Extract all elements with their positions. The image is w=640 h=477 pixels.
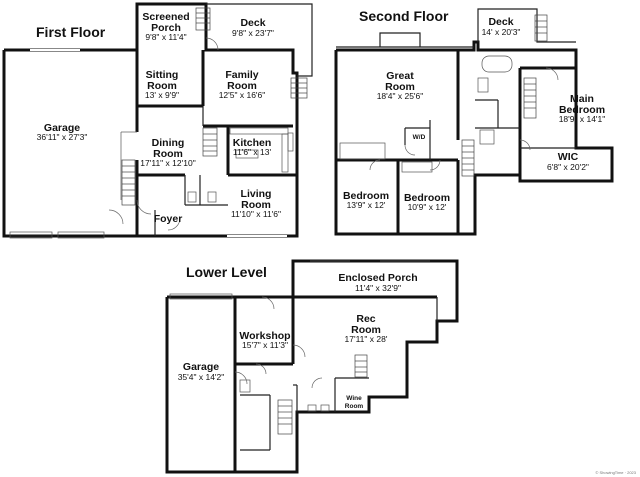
lower-garage-label: Garage [183, 361, 219, 373]
living-room-dims: 11'10" x 11'6" [231, 209, 281, 219]
workshop-label: Workshop [239, 330, 290, 342]
great-room-dims: 18'4" x 25'6" [377, 91, 424, 101]
family-room-label: Family [225, 69, 258, 81]
kitchen-dims: 11'6" x 13' [233, 147, 272, 157]
screened-porch-label-2: Porch [151, 22, 181, 34]
main-bedroom-label: Main [570, 93, 594, 105]
rec-room-dims: 17'11" x 28' [345, 334, 388, 344]
wic-dims: 6'8" x 20'2" [547, 162, 589, 172]
rec-room-label: Rec [356, 313, 375, 325]
bedroom-2-dims: 10'9" x 12' [408, 202, 447, 212]
second-floor-deck-outline [477, 8, 576, 43]
screened-porch-label: Screened [142, 11, 189, 23]
second-deck-dims: 14' x 20'3" [482, 27, 521, 37]
main-bedroom-label-2: Bedroom [559, 104, 605, 116]
second-deck-label: Deck [488, 16, 513, 28]
sitting-room-dims: 13' x 9'9" [145, 90, 179, 100]
lower-level-plan: Lower Level [165, 259, 459, 474]
great-room-label-2: Room [385, 81, 415, 93]
first-floor-title: First Floor [36, 24, 106, 40]
bedroom-2-label: Bedroom [404, 192, 450, 204]
garage-dims: 36'11" x 27'3" [37, 132, 88, 142]
foyer-label: Foyer [154, 213, 183, 225]
living-room-label-2: Room [241, 199, 271, 211]
dining-room-dims: 17'11" x 12'10" [140, 158, 195, 168]
wine-room-label-2: Room [345, 403, 364, 410]
enclosed-porch-label: Enclosed Porch [338, 272, 417, 284]
kitchen-label: Kitchen [233, 137, 272, 149]
second-floor-plan: Second Floor [334, 8, 614, 236]
second-floor-title: Second Floor [359, 8, 449, 24]
wine-room-label: Wine [346, 395, 362, 402]
sitting-room-label: Sitting [146, 69, 179, 81]
wd-label: W/D [413, 134, 426, 141]
first-floor-deck-outline [206, 3, 313, 77]
first-floor-walls [2, 2, 299, 238]
garage-label: Garage [44, 122, 80, 134]
great-room-label: Great [386, 70, 414, 82]
family-room-dims: 12'5" x 16'6" [219, 90, 266, 100]
dining-room-label-2: Room [153, 148, 183, 160]
screened-porch-dims: 9'8" x 11'4" [145, 32, 186, 42]
lower-level-title: Lower Level [186, 264, 267, 280]
main-bedroom-dims: 18'9" x 14'1" [559, 114, 606, 124]
bedroom-1-label: Bedroom [343, 190, 389, 202]
copyright-text: © ShowingTime · 2023 [595, 470, 636, 475]
rec-room-label-2: Room [351, 324, 381, 336]
dining-room-label: Dining [152, 137, 185, 149]
deck-label: Deck [240, 17, 265, 29]
first-floor-plan: First Floor [2, 2, 313, 239]
workshop-dims: 15'7" x 11'3" [242, 340, 288, 350]
deck-dims: 9'8" x 23'7" [232, 28, 274, 38]
sitting-room-label-2: Room [147, 80, 177, 92]
wic-label: WIC [558, 151, 579, 163]
living-room-label: Living [241, 188, 272, 200]
enclosed-porch-dims: 11'4" x 32'9" [355, 283, 401, 293]
second-floor-walls [334, 40, 614, 236]
lower-garage-dims: 35'4" x 14'2" [178, 372, 225, 382]
family-room-label-2: Room [227, 80, 257, 92]
bedroom-1-dims: 13'9" x 12' [347, 200, 386, 210]
